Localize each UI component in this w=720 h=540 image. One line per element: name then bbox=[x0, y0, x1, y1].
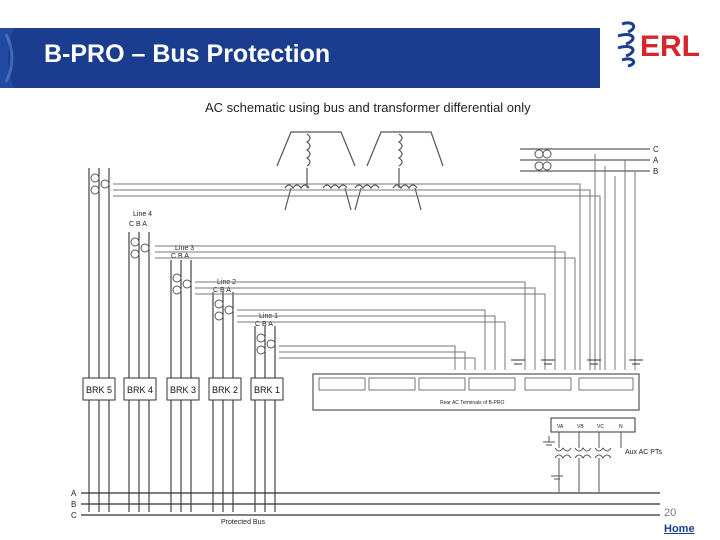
protected-bus-lines bbox=[81, 492, 660, 516]
home-link[interactable]: Home bbox=[664, 523, 695, 535]
brk2-label: BRK 2 bbox=[212, 385, 238, 395]
schematic-caption: AC schematic using bus and transformer d… bbox=[205, 100, 531, 115]
erl-logo: ERL bbox=[617, 21, 700, 68]
line-2-cba: C B A bbox=[213, 287, 231, 294]
transformer-ct-top bbox=[534, 149, 552, 171]
protected-bus-label: Protected Bus bbox=[221, 519, 265, 526]
breaker-brk1: BRK 1 bbox=[250, 377, 284, 401]
bus-phase-b: B bbox=[71, 500, 76, 509]
line-4-label: Line 4 bbox=[133, 211, 152, 218]
ground-symbols bbox=[511, 359, 643, 365]
terminal-block-title: Rear AC Terminals of B-PRO bbox=[440, 400, 504, 406]
pt-label-vc: VC bbox=[597, 424, 604, 430]
pt-label-va: VA bbox=[557, 424, 564, 430]
line-3-cba: C B A bbox=[171, 253, 189, 260]
breaker-brk3: BRK 3 bbox=[166, 377, 200, 401]
brk4-label: BRK 4 bbox=[127, 385, 153, 395]
logo-text: ERL bbox=[640, 30, 700, 63]
phase-label-a-top: A bbox=[653, 156, 659, 165]
transformer-left bbox=[276, 131, 356, 211]
header-band bbox=[0, 0, 720, 88]
feeder-cts bbox=[90, 173, 276, 355]
brk1-label: BRK 1 bbox=[254, 385, 280, 395]
feeder-verticals bbox=[88, 168, 276, 512]
brk5-label: BRK 5 bbox=[86, 385, 112, 395]
slide-title: B-PRO – Bus Protection bbox=[44, 40, 331, 68]
line-3-label: Line 3 bbox=[175, 245, 194, 252]
ct-routing-lines bbox=[113, 154, 636, 370]
top-phase-lines bbox=[520, 148, 650, 172]
pt-label-n: N bbox=[619, 424, 623, 430]
ac-schematic: AC schematic using bus and transformer d… bbox=[71, 100, 662, 526]
breaker-brk4: BRK 4 bbox=[123, 377, 157, 401]
brk3-label: BRK 3 bbox=[170, 385, 196, 395]
line-1-cba: C B A bbox=[255, 321, 273, 328]
page-number: 20 bbox=[664, 507, 677, 519]
aux-ac-pts-label: Aux AC PTs bbox=[625, 449, 662, 456]
pt-block: VA VB VC N Aux AC PTs bbox=[543, 417, 662, 492]
bus-phase-a: A bbox=[71, 489, 77, 498]
breaker-brk2: BRK 2 bbox=[208, 377, 242, 401]
line-4-cba: C B A bbox=[129, 221, 147, 228]
phase-label-b-top: B bbox=[653, 167, 658, 176]
pt-label-vb: VB bbox=[577, 424, 584, 430]
relay-terminal-block: Rear AC Terminals of B-PRO bbox=[312, 373, 640, 411]
breaker-brk5: BRK 5 bbox=[82, 377, 116, 401]
bus-phase-c: C bbox=[71, 511, 77, 520]
slide-header: B-PRO – Bus Protection ERL bbox=[0, 0, 720, 88]
transformer-right bbox=[354, 131, 444, 211]
phase-label-c-top: C bbox=[653, 145, 659, 154]
